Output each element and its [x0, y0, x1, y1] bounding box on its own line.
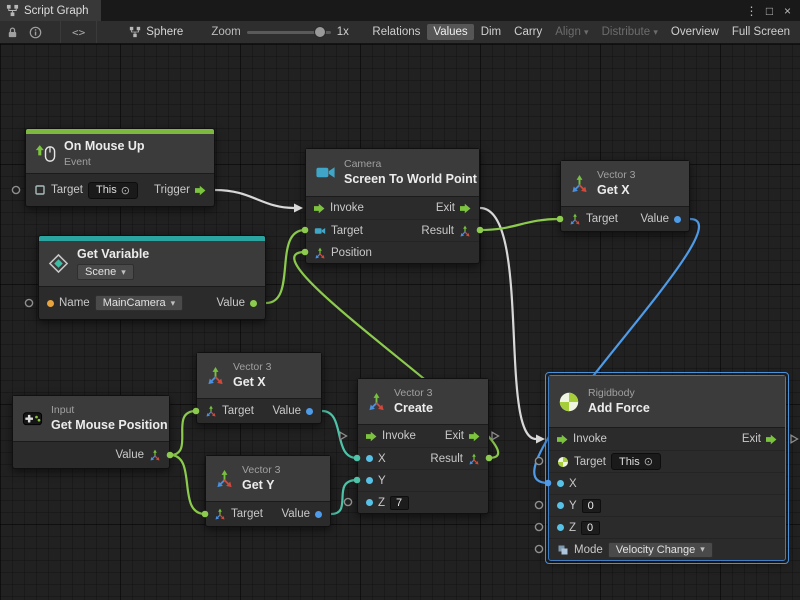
distribute-button[interactable]: Distribute ▾	[596, 24, 664, 40]
zoom-value: 1x	[337, 26, 349, 38]
port-unconnected-z[interactable]	[344, 498, 351, 505]
close-icon[interactable]: ×	[780, 5, 795, 17]
zoom-slider-knob[interactable]	[314, 26, 326, 38]
port-connected-target[interactable]	[302, 227, 309, 234]
port-connected-x[interactable]	[545, 480, 552, 487]
relations-button[interactable]: Relations	[366, 24, 426, 40]
port-connected-result[interactable]	[477, 227, 484, 234]
graph-object-reference[interactable]: Sphere	[129, 26, 183, 38]
zoom-slider[interactable]	[247, 31, 331, 34]
port-connected-position[interactable]	[302, 249, 309, 256]
port-connected-target[interactable]	[193, 408, 200, 415]
overview-button[interactable]: Overview	[665, 24, 725, 40]
tab-title: Script Graph	[24, 5, 89, 17]
tab-strip: Script Graph ⋮ □ ×	[0, 0, 800, 21]
port-connected-target[interactable]	[202, 511, 209, 518]
align-button[interactable]: Align ▾	[549, 24, 594, 40]
values-button[interactable]: Values	[427, 24, 473, 40]
port-unconnected-name[interactable]	[25, 299, 32, 306]
chevron-down-icon: ▾	[653, 27, 658, 37]
carry-button[interactable]: Carry	[508, 24, 548, 40]
flow-wire-arrowhead	[294, 204, 303, 213]
script-graph-icon	[6, 4, 19, 17]
dim-button[interactable]: Dim	[475, 24, 507, 40]
port-unconnected-mode[interactable]	[535, 545, 542, 552]
full-screen-button[interactable]: Full Screen	[726, 24, 796, 40]
info-icon[interactable]	[27, 26, 44, 39]
maximize-icon[interactable]: □	[762, 5, 777, 17]
port-unconnected-y[interactable]	[535, 501, 542, 508]
graph-toolbar: <> Sphere Zoom 1x Relations Values Dim C…	[0, 21, 800, 44]
window-menu-icon[interactable]: ⋮	[744, 5, 759, 17]
connected-port-dots	[167, 216, 564, 518]
port-unconnected-exit[interactable]	[492, 432, 499, 440]
lock-icon[interactable]	[4, 26, 21, 39]
graph-asset-icon	[129, 26, 141, 38]
port-unconnected-exit[interactable]	[791, 435, 798, 443]
port-unconnected-invoke[interactable]	[340, 432, 347, 440]
tab-script-graph[interactable]: Script Graph	[0, 0, 101, 21]
port-connected-value[interactable]	[167, 452, 174, 459]
port-connected-y[interactable]	[354, 477, 361, 484]
flow-wire-arrowhead	[536, 435, 545, 444]
chevron-down-icon: ▾	[584, 27, 589, 37]
port-unconnected-target[interactable]	[12, 186, 19, 193]
port-unconnected-target[interactable]	[535, 457, 542, 464]
port-connected-result[interactable]	[486, 455, 493, 462]
port-connected-target[interactable]	[557, 216, 564, 223]
graph-object-name: Sphere	[146, 26, 183, 38]
code-toggle-button[interactable]: <>	[60, 21, 97, 43]
port-unconnected-z[interactable]	[535, 523, 542, 530]
zoom-label: Zoom	[211, 26, 240, 38]
port-connected-x[interactable]	[354, 455, 361, 462]
